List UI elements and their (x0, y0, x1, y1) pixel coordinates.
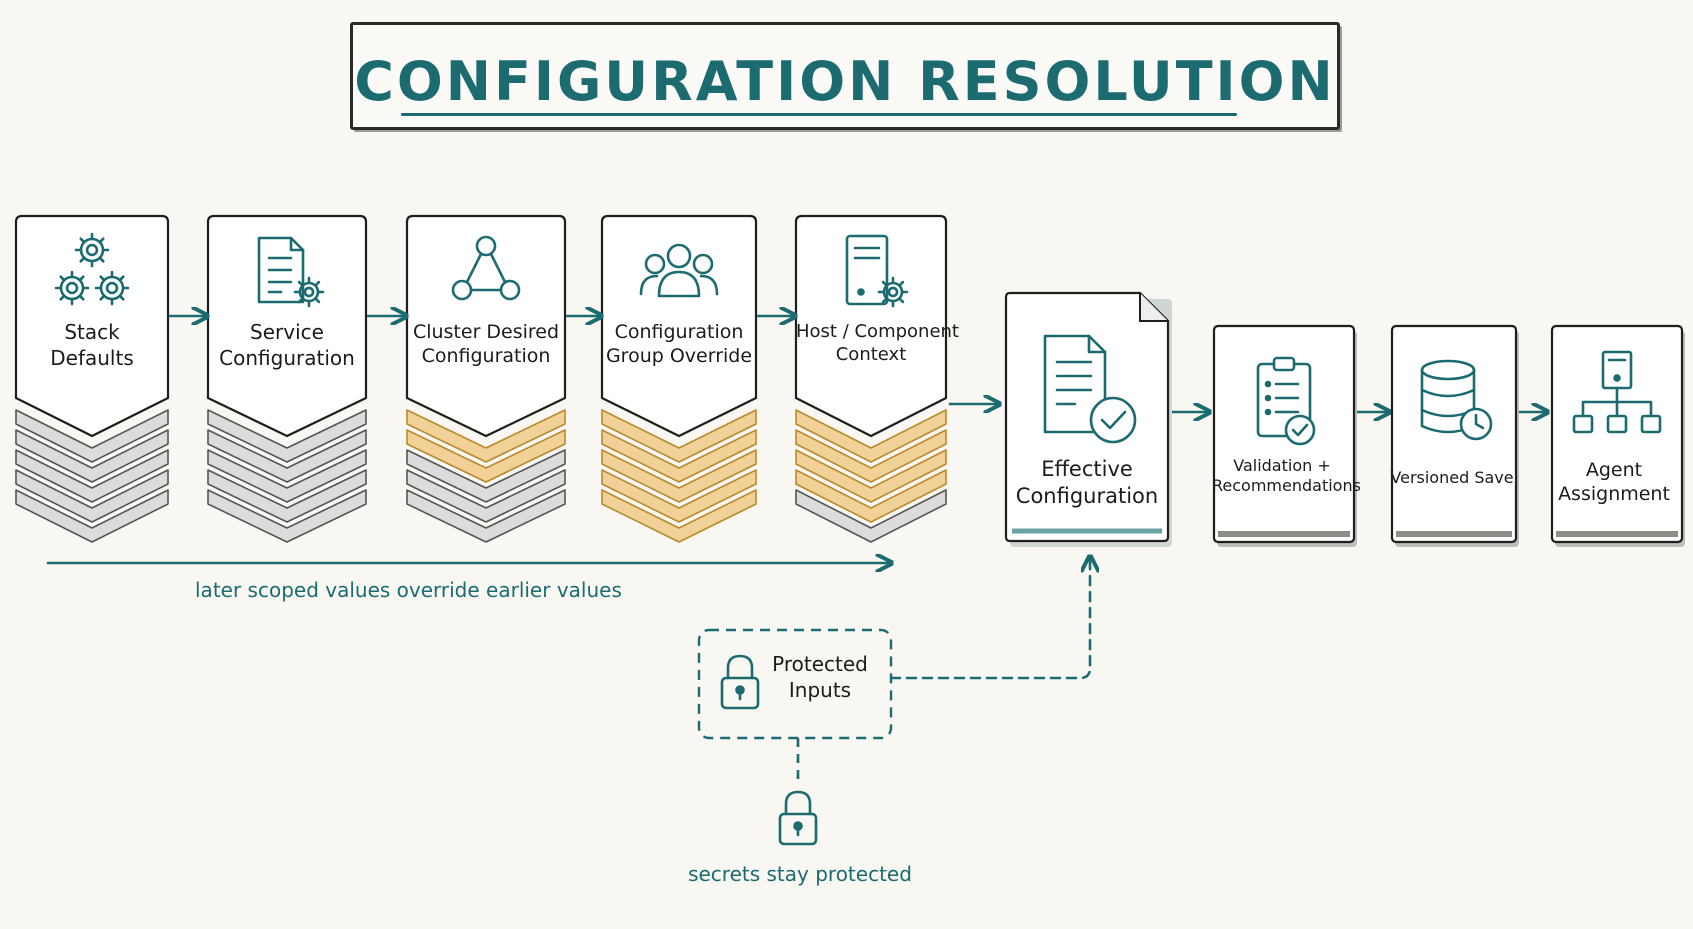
step-box (1212, 324, 1356, 544)
lock-icon (778, 790, 818, 846)
layer-chevron (406, 489, 566, 543)
layer-chevron (207, 409, 367, 463)
network-tree-icon (1572, 350, 1662, 434)
lock-icon (720, 654, 760, 710)
layer-chevron (406, 409, 566, 463)
stage-card (600, 214, 758, 438)
document-check-icon (1043, 334, 1137, 444)
clipboard-check-icon (1256, 356, 1316, 446)
protected-inputs-box (697, 628, 893, 740)
layer-chevron (207, 489, 367, 543)
layer-chevron (601, 449, 757, 503)
validation-label: Validation +Recommendations (1212, 456, 1361, 496)
stage-card (405, 214, 567, 438)
layer-chevron (601, 489, 757, 543)
versioned-save-label: Versioned Save (1390, 468, 1514, 487)
cluster-triangle-icon (451, 235, 521, 301)
override-note: later scoped values override earlier val… (195, 578, 622, 602)
layer-chevron (15, 449, 169, 503)
layer-chevron (795, 429, 947, 483)
layer-chevron (15, 409, 169, 463)
layer-chevron (15, 429, 169, 483)
layer-chevron (406, 469, 566, 523)
layer-chevron (406, 429, 566, 483)
layer-chevron (795, 469, 947, 523)
layer-chevron (601, 429, 757, 483)
protected-to-effective-arrow (889, 558, 1090, 680)
layer-chevron (15, 469, 169, 523)
gears-icon (54, 232, 130, 306)
title-banner: CONFIGURATION RESOLUTION (350, 22, 1340, 130)
layer-chevron (795, 409, 947, 463)
layer-chevron (795, 489, 947, 543)
step-box (1390, 324, 1518, 544)
layer-chevron (406, 449, 566, 503)
layer-chevron (601, 409, 757, 463)
stage-card (206, 214, 368, 438)
effective-configuration-box (1004, 291, 1170, 543)
layer-chevron (207, 429, 367, 483)
database-clock-icon (1420, 359, 1493, 441)
server-gear-icon (845, 234, 909, 308)
layer-chevron (795, 449, 947, 503)
user-group-icon (639, 243, 719, 298)
document-gear-icon (257, 236, 325, 308)
stage-card (14, 214, 170, 438)
layer-chevron (15, 489, 169, 543)
folded-corner (1139, 293, 1168, 322)
title-underline (401, 113, 1237, 116)
secrets-note: secrets stay protected (688, 862, 912, 886)
page-title: CONFIGURATION RESOLUTION (354, 50, 1336, 113)
layer-chevron (601, 469, 757, 523)
layer-chevron (207, 449, 367, 503)
layer-chevron (207, 469, 367, 523)
stage-card (794, 214, 948, 438)
step-box (1550, 324, 1684, 544)
